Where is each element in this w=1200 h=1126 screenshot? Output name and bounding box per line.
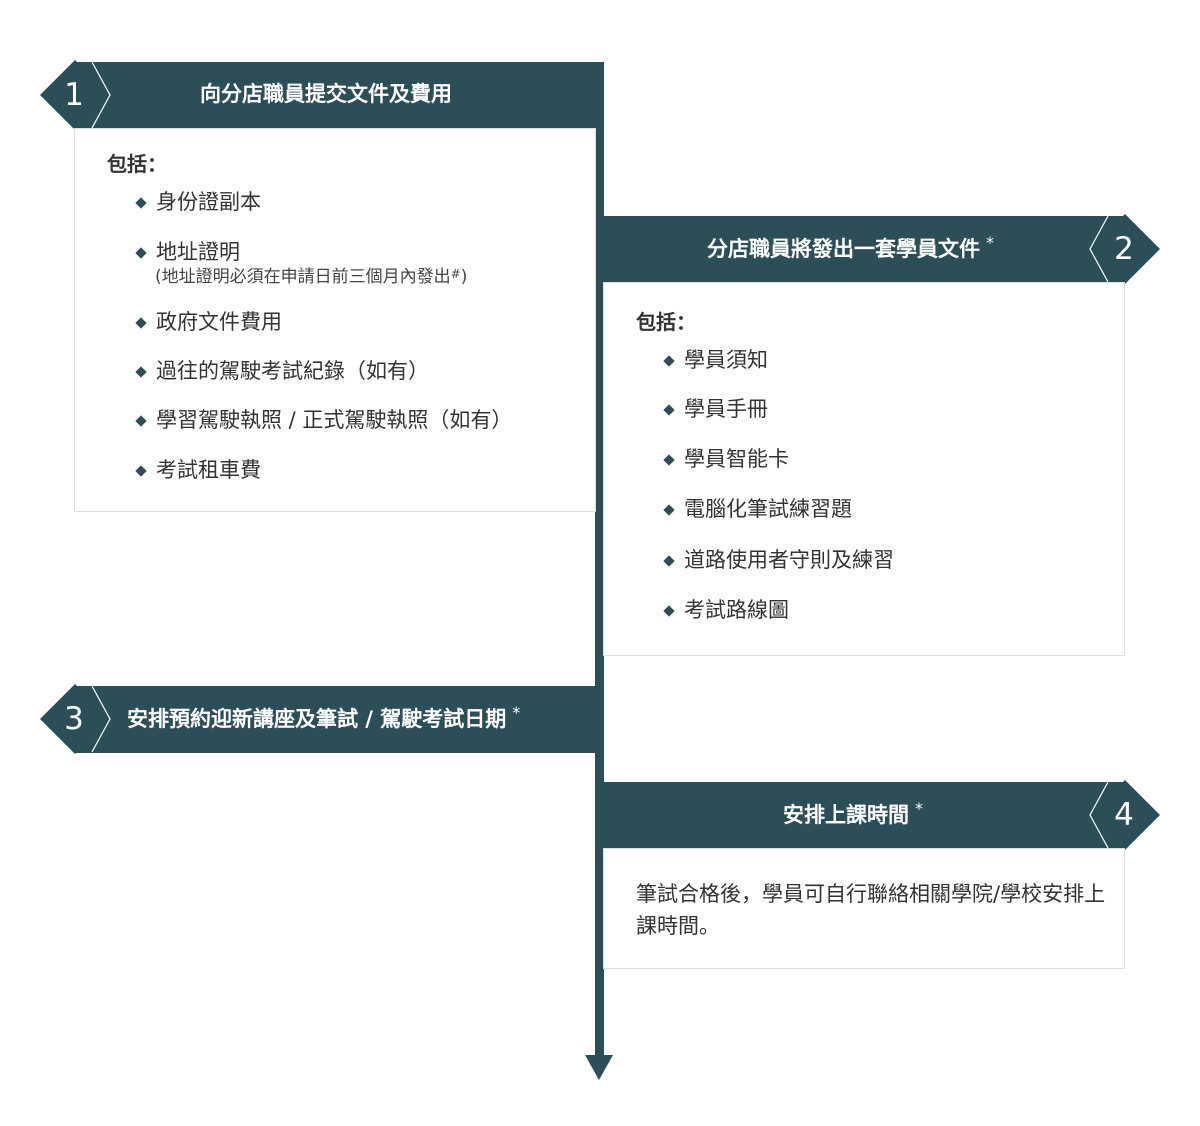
list-item: 道路使用者守則及練習: [661, 546, 894, 574]
diamond-bullet-icon: [663, 605, 675, 617]
list-item-text: 學員智能卡: [684, 447, 789, 471]
step3-chevron: [91, 685, 111, 753]
step1-include-label: 包括：: [107, 152, 167, 176]
step1-title-text: 向分店職員提交文件及費用: [200, 82, 452, 106]
step2-include-label: 包括：: [636, 310, 696, 334]
step3-title-text: 安排預約迎新講座及筆試 / 駕駛考試日期: [127, 707, 507, 731]
step1-number: 1: [64, 77, 84, 113]
list-item: 學員須知: [661, 346, 894, 374]
diamond-bullet-icon: [135, 415, 147, 427]
diamond-bullet-icon: [135, 465, 147, 477]
diamond-bullet-icon: [135, 247, 147, 259]
address-proof-note: (地址證明必須在申請日前三個月內發出#): [155, 266, 512, 288]
diamond-bullet-icon: [663, 555, 675, 567]
step2-content-box: [603, 282, 1125, 656]
step3-number-diamond: [40, 684, 110, 754]
list-item-text: 過往的駕駛考試紀錄（如有）: [156, 359, 429, 383]
timeline-spine: [595, 62, 604, 1062]
list-item: 學員手冊: [661, 395, 894, 423]
step4-header-bar: [598, 782, 1125, 849]
step4-description: 筆試合格後，學員可自行聯絡相關學院/學校安排上課時間。: [636, 882, 1106, 938]
step1-item-list: 身份證副本 地址證明 (地址證明必須在申請日前三個月內發出#) 政府文件費用 過…: [133, 188, 512, 484]
note-text: (地址證明必須在申請日前三個月內發出: [155, 267, 451, 287]
step1-content-box: [74, 128, 596, 512]
step3-title: 安排預約迎新講座及筆試 / 駕駛考試日期 *: [127, 703, 521, 733]
step3-header-bar: [75, 686, 602, 753]
list-item-text: 考試路線圖: [684, 598, 789, 622]
list-item: 考試租車費: [133, 456, 512, 484]
list-item: 地址證明 (地址證明必須在申請日前三個月內發出#): [133, 238, 512, 288]
step2-number: 2: [1114, 231, 1134, 267]
note-hash-mark: #: [450, 267, 461, 281]
note-close: ): [460, 267, 468, 287]
list-item-text: 學員須知: [684, 348, 768, 372]
step3-asterisk: *: [512, 703, 521, 722]
step2-number-diamond: [1090, 214, 1160, 284]
list-item: 身份證副本: [133, 188, 512, 216]
step2-title-text: 分店職員將發出一套學員文件: [707, 237, 980, 261]
step1-header-bar: [75, 62, 602, 129]
diamond-bullet-icon: [135, 197, 147, 209]
step1-number-diamond: [40, 60, 110, 130]
list-item-text: 身份證副本: [156, 190, 261, 214]
list-item-text: 地址證明: [156, 240, 240, 264]
step1-title: 向分店職員提交文件及費用: [200, 80, 452, 108]
step4-number: 4: [1114, 797, 1134, 833]
step2-chevron: [1089, 215, 1109, 283]
step1-chevron: [91, 61, 111, 129]
list-item: 考試路線圖: [661, 596, 894, 624]
diamond-bullet-icon: [135, 366, 147, 378]
step2-title: 分店職員將發出一套學員文件 *: [707, 233, 994, 263]
step2-item-list: 學員須知 學員手冊 學員智能卡 電腦化筆試練習題 道路使用者守則及練習 考試路線…: [661, 346, 894, 624]
diamond-bullet-icon: [663, 454, 675, 466]
diamond-bullet-icon: [663, 404, 675, 416]
list-item-text: 政府文件費用: [156, 310, 282, 334]
list-item-text: 考試租車費: [156, 458, 261, 482]
step4-content-box: [603, 848, 1125, 969]
diamond-bullet-icon: [663, 504, 675, 516]
step2-asterisk: *: [986, 233, 994, 252]
list-item: 政府文件費用: [133, 308, 512, 336]
step4-title: 安排上課時間 *: [783, 799, 923, 829]
list-item-text: 學習駕駛執照 / 正式駕駛執照（如有）: [156, 408, 513, 432]
step4-chevron: [1089, 781, 1109, 849]
step4-title-text: 安排上課時間: [783, 803, 909, 827]
step4-number-diamond: [1090, 780, 1160, 850]
diamond-bullet-icon: [135, 317, 147, 329]
list-item-text: 學員手冊: [684, 397, 768, 421]
list-item-text: 電腦化筆試練習題: [684, 497, 852, 521]
list-item: 電腦化筆試練習題: [661, 495, 894, 523]
list-item: 過往的駕駛考試紀錄（如有）: [133, 357, 512, 385]
list-item: 學員智能卡: [661, 445, 894, 473]
list-item: 學習駕駛執照 / 正式駕駛執照（如有）: [133, 406, 512, 434]
step2-header-bar: [598, 216, 1125, 283]
timeline-arrowhead: [585, 1055, 613, 1080]
list-item-text: 道路使用者守則及練習: [684, 548, 894, 572]
step4-asterisk: *: [915, 799, 923, 818]
diamond-bullet-icon: [663, 355, 675, 367]
step3-number: 3: [64, 701, 84, 737]
